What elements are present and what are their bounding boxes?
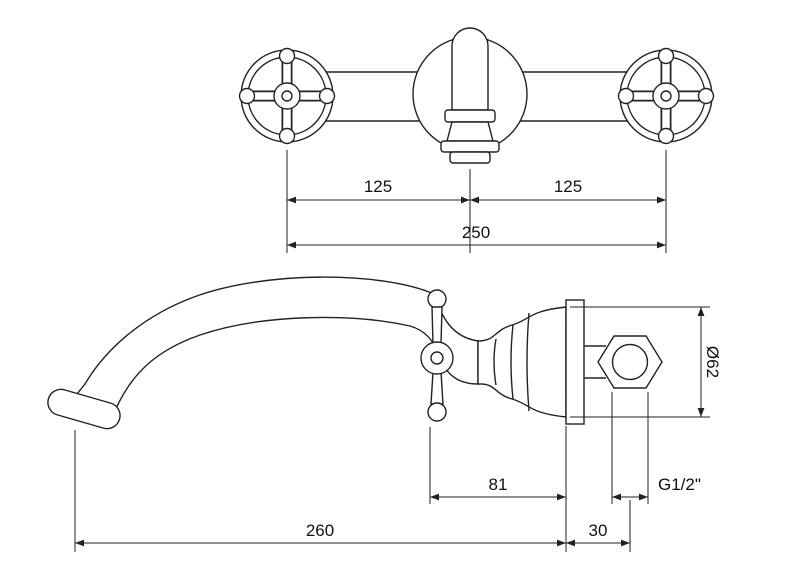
bell-step-3: [526, 312, 530, 412]
handle-right: [617, 47, 715, 145]
dim-label-125-left: 125: [364, 177, 392, 196]
handle-hub: [273, 82, 301, 110]
handle-hub-center: [430, 351, 444, 365]
dim-label-81: 81: [489, 475, 508, 494]
handle-hub: [652, 82, 680, 110]
handle-ball-e: [318, 87, 336, 105]
spout-tip: [449, 151, 491, 164]
dim-label-d62: Ø62: [703, 346, 722, 378]
dim-label-125-right: 125: [554, 177, 582, 196]
bell-step-2: [510, 324, 514, 400]
handle-ball-w: [238, 87, 256, 105]
spout-collar: [444, 109, 496, 123]
spout-side-profile: [71, 276, 479, 414]
spout-outlet-cuff: [47, 388, 121, 430]
spout-disc: [440, 140, 500, 153]
handle-ball-n: [278, 47, 296, 65]
handle-arm-upper: [431, 306, 443, 345]
handle-ball-bottom: [427, 402, 447, 422]
dim-label-260: 260: [306, 521, 334, 540]
handle-hub-center: [281, 90, 293, 102]
handle-left: [238, 47, 336, 145]
dim-label-250: 250: [462, 223, 490, 242]
handle-hub-center: [660, 90, 672, 102]
thread-bore-circle: [611, 343, 649, 381]
wall-plate: [565, 299, 585, 425]
spout-cone: [446, 121, 494, 142]
side-view: 81 G1/2" 260 30 Ø62: [47, 276, 722, 552]
hex-nut: [597, 335, 663, 389]
handle-ball-top: [427, 289, 447, 309]
handle-side: [420, 289, 454, 422]
handle-ball-e: [697, 87, 715, 105]
bell-step-1: [493, 338, 497, 386]
spout-front: [412, 27, 528, 164]
dim-label-thread: G1/2": [658, 475, 701, 494]
handle-ball-s: [278, 127, 296, 145]
handle-arm-lower: [430, 371, 444, 405]
handle-ball-n: [657, 47, 675, 65]
wall-flange-bell: [477, 306, 567, 418]
front-view: 125 125 250: [238, 27, 715, 253]
front-view-dimensions: 125 125 250: [286, 150, 667, 253]
dim-label-30: 30: [589, 521, 608, 540]
handle-ball-s: [657, 127, 675, 145]
riser-tube: [451, 27, 489, 111]
handle-ball-w: [617, 87, 635, 105]
handle-hub: [420, 341, 454, 375]
side-view-dimensions: 81 G1/2" 260 30 Ø62: [74, 306, 722, 552]
